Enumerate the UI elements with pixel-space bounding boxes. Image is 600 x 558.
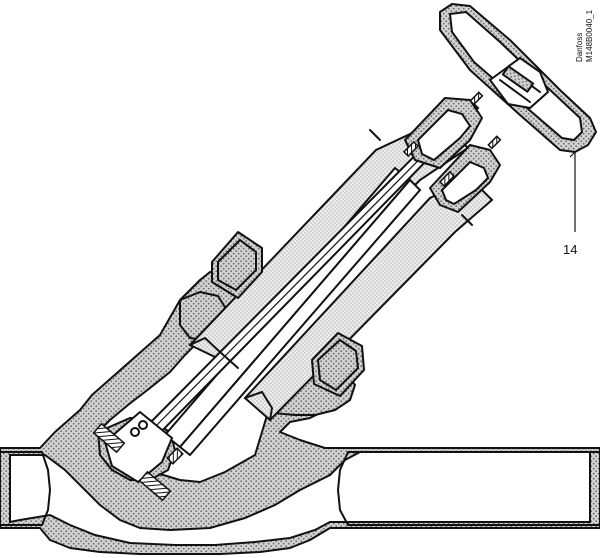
bonnet-assembly [143, 98, 494, 457]
packing-nut-lower [311, 332, 365, 397]
reference-code: Danfoss M148B0040_1 [575, 9, 594, 62]
packing-nut-upper [211, 231, 263, 299]
handwheel-cap [439, 3, 597, 153]
callout-label: 14 [563, 242, 577, 257]
valve-cone [92, 410, 184, 502]
gland-packing [369, 91, 502, 226]
callout-14: 14 [563, 151, 577, 257]
drawing-code: M148B0040_1 [585, 9, 594, 62]
brand-label: Danfoss [575, 33, 584, 62]
